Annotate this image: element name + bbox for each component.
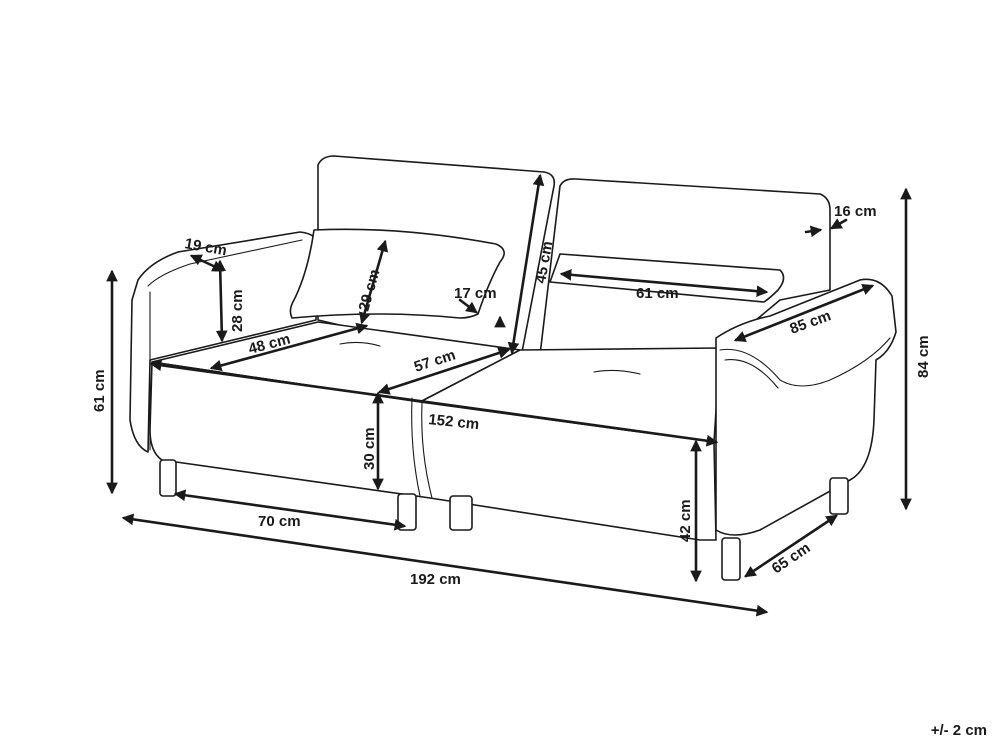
label-42: 42 cm	[677, 499, 694, 542]
dim-line-17-a	[458, 298, 478, 314]
leg-back-middle	[449, 495, 473, 531]
label-84: 84 cm	[915, 335, 932, 378]
label-61-height: 61 cm	[91, 369, 108, 412]
dim-line-192	[121, 513, 769, 617]
dim-line-16-b	[829, 218, 848, 230]
label-152: 152 cm	[428, 411, 480, 433]
label-192: 192 cm	[410, 571, 461, 588]
dim-line-29	[358, 239, 389, 325]
dim-line-16-a	[804, 225, 823, 238]
label-61-width: 61 cm	[636, 285, 679, 302]
leg-front-right	[721, 537, 741, 581]
dim-line-45	[507, 173, 545, 355]
sofa-drawing	[129, 155, 897, 581]
dim-line-61-width	[559, 268, 769, 298]
leg-back-right	[829, 477, 849, 515]
left-pillow	[289, 228, 505, 319]
tolerance-note: +/- 2 cm	[930, 722, 987, 739]
dimension-lines	[106, 173, 912, 617]
label-16: 16 cm	[834, 203, 877, 220]
label-30: 30 cm	[361, 427, 378, 470]
label-70: 70 cm	[258, 513, 301, 530]
dim-line-152	[149, 359, 719, 447]
label-28: 28 cm	[229, 289, 246, 332]
dim-line-85	[733, 284, 875, 342]
label-17: 17 cm	[454, 285, 497, 302]
leg-front-left	[159, 459, 177, 497]
